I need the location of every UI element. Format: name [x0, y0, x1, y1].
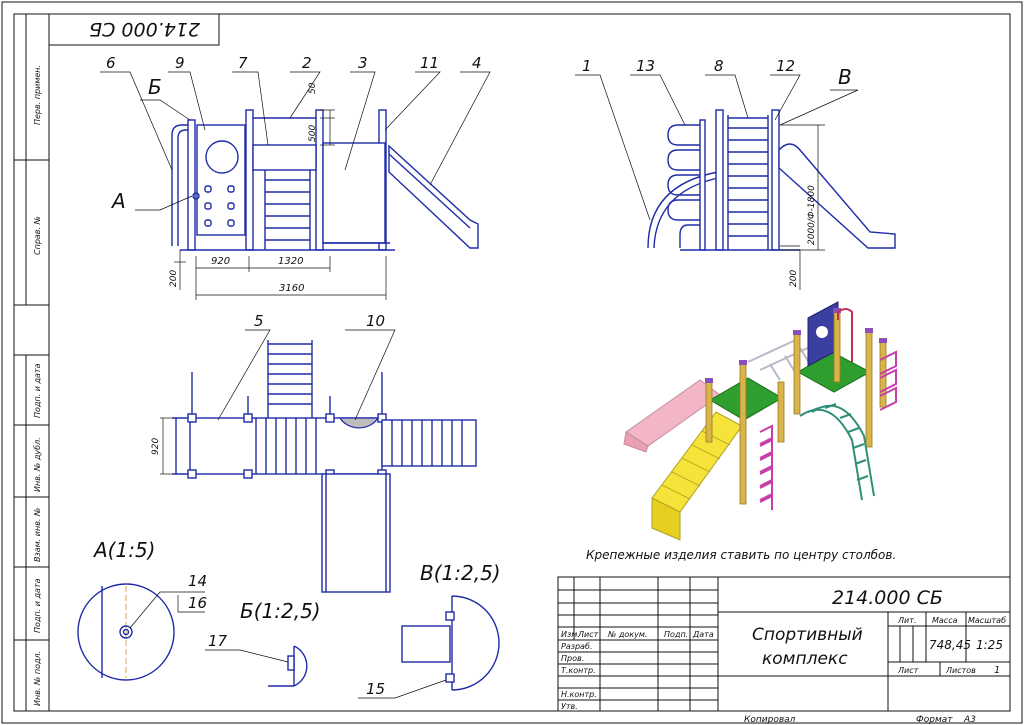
- col-izm: Изм.: [561, 630, 580, 639]
- note-text: Крепежные изделия ставить по центру стол…: [586, 548, 896, 562]
- role-nkontr: Н.контр.: [561, 690, 597, 699]
- callout-4: 4: [472, 54, 482, 72]
- callout-15: 15: [366, 680, 385, 698]
- side-stamp-label: Инв. № дубл.: [33, 437, 42, 492]
- title-block-text: 214.000 СБ Спортивный комплекс Изм. Лист…: [561, 587, 1006, 711]
- post: [865, 331, 873, 448]
- side-view: [647, 109, 896, 251]
- callout-12: 12: [776, 57, 795, 75]
- role-prov: Пров.: [561, 654, 584, 663]
- callout-7: 7: [238, 54, 248, 72]
- side-stamp-label: Подп. и дата: [33, 363, 42, 418]
- dim-2000-1800: 2000/Ф-1800: [807, 185, 817, 245]
- callout-1: 1: [582, 57, 592, 75]
- scale-value: 1:25: [976, 638, 1003, 652]
- dim-500: 500: [308, 125, 318, 142]
- dim-920-top: 920: [151, 438, 161, 455]
- footer-copied: Копировал: [744, 715, 796, 725]
- col-date: Дата: [692, 630, 714, 639]
- callout-14: 14: [188, 572, 207, 590]
- front-view-dimensions: 50 500 920 1320 3160 200: [169, 82, 387, 300]
- sheets-label: Листов: [945, 666, 976, 675]
- callout-2: 2: [302, 54, 312, 72]
- detail-b-title: Б(1:2,5): [240, 599, 321, 623]
- post: [793, 333, 801, 415]
- callout-10: 10: [366, 312, 385, 330]
- top-view: [172, 340, 477, 593]
- post: [833, 311, 841, 383]
- callout-8: 8: [714, 57, 724, 75]
- section-label-a: А: [110, 189, 126, 213]
- dim-1320: 1320: [278, 256, 303, 267]
- detail-b: [205, 645, 308, 687]
- side-stamp-label: Подп. и дата: [33, 578, 42, 633]
- front-view-callouts: 6 9 7 2 3 11 4 Б А: [100, 54, 491, 213]
- col-doc: № докум.: [607, 630, 647, 639]
- post: [739, 363, 747, 505]
- callout-13: 13: [636, 57, 655, 75]
- side-stamp-labels: Перв. примен. Справ. № Подп. и дата Инв.…: [33, 65, 42, 706]
- sheets-value: 1: [994, 665, 1000, 676]
- detail-a-title: А(1:5): [92, 538, 155, 562]
- side-stamp-label: Перв. примен.: [33, 65, 42, 125]
- section-label-v: В: [838, 65, 852, 89]
- detail-v-title: В(1:2,5): [420, 561, 501, 585]
- isometric-view: [623, 301, 897, 541]
- callout-9: 9: [175, 54, 185, 72]
- side-stamp-label: Взам. инв. №: [33, 508, 42, 562]
- callout-16: 16: [188, 594, 207, 612]
- front-view: [171, 109, 479, 251]
- section-label-b: Б: [148, 75, 162, 99]
- role-tkontr: Т.контр.: [561, 666, 596, 675]
- role-utv: Утв.: [561, 702, 578, 711]
- top-view-callouts: 5 10 920: [151, 312, 396, 475]
- side-view-callouts: 1 13 8 12 В 2000/Ф-1800 200: [575, 57, 859, 290]
- drawing-designation: 214.000 СБ: [832, 587, 943, 609]
- mass-value: 748,45: [929, 638, 971, 652]
- sheet-label: Лист: [897, 666, 919, 675]
- callout-6: 6: [106, 54, 116, 72]
- title-block: [557, 576, 1011, 712]
- side-stamp-label: Справ. №: [33, 216, 42, 255]
- callout-3: 3: [358, 54, 368, 72]
- post: [705, 381, 713, 443]
- lit-label: Лит.: [897, 616, 916, 625]
- mass-label: Масса: [932, 616, 958, 625]
- callout-11: 11: [420, 54, 439, 72]
- dim-920: 920: [211, 256, 230, 267]
- role-razrab: Разраб.: [561, 642, 592, 651]
- col-list: Лист: [577, 630, 599, 639]
- drawing-name-line1: Спортивный: [752, 625, 863, 645]
- detail-v: [358, 595, 500, 699]
- footer-format: Формат А3: [916, 715, 976, 725]
- post: [777, 381, 785, 443]
- callout-5: 5: [254, 312, 264, 330]
- dim-50: 50: [308, 82, 318, 94]
- callout-17: 17: [208, 632, 228, 650]
- dim-200-side: 200: [789, 270, 799, 287]
- scale-label: Масштаб: [968, 616, 1006, 625]
- detail-a: [77, 583, 205, 681]
- corner-stamp-text: 214.000 СБ: [89, 18, 200, 40]
- drawing-name-line2: комплекс: [762, 649, 848, 669]
- side-stamp-label: Инв. № подл.: [33, 651, 42, 706]
- col-sign: Подп.: [664, 630, 688, 639]
- dim-200: 200: [169, 270, 179, 287]
- dim-3160: 3160: [279, 283, 304, 294]
